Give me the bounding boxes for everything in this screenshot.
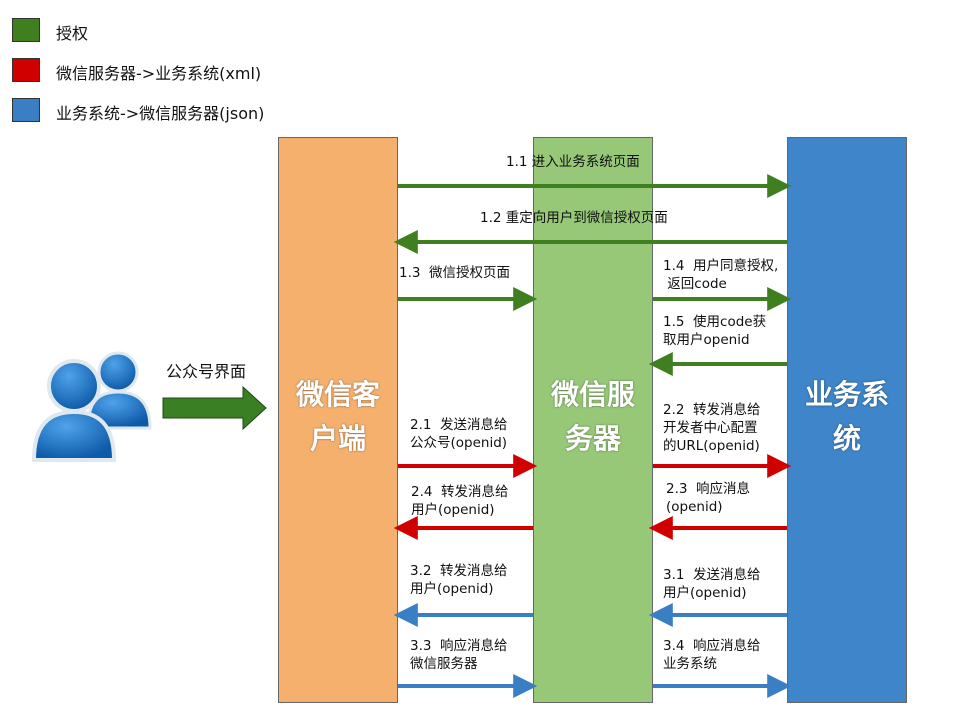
arrow-user-to-client bbox=[162, 385, 267, 431]
msg-1-2: 1.2 重定向用户到微信授权页面 bbox=[480, 210, 668, 226]
legend-swatch-blue bbox=[12, 98, 40, 122]
lane-title: 务器 bbox=[564, 423, 621, 454]
msg-3-1: 3.1 发送消息给 用户(openid) bbox=[663, 567, 761, 601]
lane-title: 统 bbox=[832, 423, 861, 454]
msg-1-3: 1.3 微信授权页面 bbox=[399, 265, 511, 281]
msg-3-3: 3.3 响应消息给 微信服务器 bbox=[410, 638, 508, 672]
user-label: 公众号界面 bbox=[166, 362, 247, 381]
users-icon bbox=[30, 350, 160, 470]
msg-3-4: 3.4 响应消息给 业务系统 bbox=[663, 638, 761, 672]
lane-title: 业务系 bbox=[804, 379, 889, 410]
lane-title: 户端 bbox=[309, 423, 366, 454]
legend-label: 授权 bbox=[56, 24, 89, 43]
legend-swatch-green bbox=[12, 18, 40, 42]
lane-wechat-client: 微信客 户端 bbox=[278, 137, 398, 703]
msg-1-4: 1.4 用户同意授权, 返回code bbox=[663, 258, 779, 292]
msg-1-1: 1.1 进入业务系统页面 bbox=[506, 154, 640, 170]
lane-business-system: 业务系 统 bbox=[787, 137, 907, 703]
msg-2-4: 2.4 转发消息给 用户(openid) bbox=[411, 484, 509, 518]
msg-2-1: 2.1 发送消息给 公众号(openid) bbox=[410, 417, 508, 451]
msg-2-3: 2.3 响应消息 (openid) bbox=[666, 481, 751, 515]
lane-wechat-server: 微信服 务器 bbox=[533, 137, 653, 703]
msg-1-5: 1.5 使用code获 取用户openid bbox=[663, 314, 767, 348]
lane-title: 微信服 bbox=[550, 379, 635, 410]
legend-swatch-red bbox=[12, 58, 40, 82]
lane-title: 微信客 bbox=[295, 379, 380, 410]
legend-label: 微信服务器->业务系统(xml) bbox=[56, 64, 262, 83]
msg-2-2: 2.2 转发消息给 开发者中心配置 的URL(openid) bbox=[663, 402, 761, 454]
msg-3-2: 3.2 转发消息给 用户(openid) bbox=[410, 563, 508, 597]
legend-label: 业务系统->微信服务器(json) bbox=[56, 104, 265, 123]
